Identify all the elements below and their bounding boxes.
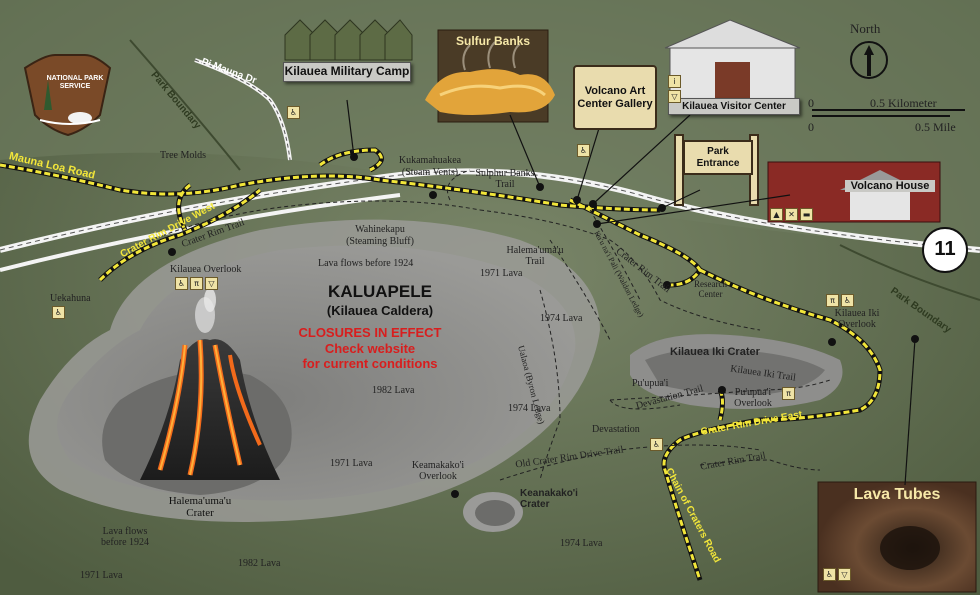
food-icon: ✕ xyxy=(785,208,798,221)
crater-rim-drive-west-line xyxy=(98,188,261,282)
research-center-label: Research Center xyxy=(694,279,727,299)
scale-km-label: 0.5 Kilometer xyxy=(870,96,937,110)
restroom-icon: ♿ xyxy=(52,306,65,319)
visitor-center-amenities: i▽ xyxy=(668,75,681,103)
park-entrance-sign[interactable]: Park Entrance xyxy=(683,140,753,175)
puupuai-label: Pu'upua'i xyxy=(632,378,669,389)
scale-mile-label: 0.5 Mile xyxy=(915,120,956,134)
uekahuna-label: Uekahuna xyxy=(50,293,91,304)
devastation-amenities: ♿ xyxy=(650,438,663,451)
restroom-icon: ♿ xyxy=(650,438,663,451)
picnic-icon: π xyxy=(826,294,839,307)
wahinekapu-label: Wahinekapu xyxy=(355,224,405,235)
military-camp-loop xyxy=(319,148,383,172)
steaming-bluff-label: (Steaming Bluff) xyxy=(346,236,414,247)
lava-1971-b-label: 1971 Lava xyxy=(330,458,373,469)
sulfur-banks-title[interactable]: Sulfur Banks xyxy=(455,34,530,48)
water-icon: ▽ xyxy=(205,277,218,290)
visitor-center-sign[interactable]: Kilauea Visitor Center xyxy=(668,98,800,115)
keanakakoi-crater-label: Keanakako'i Crater xyxy=(520,488,578,510)
lava-1974-b-label: 1974 Lava xyxy=(508,403,551,414)
leader-lines xyxy=(346,99,916,486)
lava-1974-c-label: 1974 Lava xyxy=(560,538,603,549)
north-arrow xyxy=(850,41,888,79)
sulfur-banks-illustration xyxy=(425,29,555,123)
art-center-sign[interactable]: Volcano Art Center Gallery xyxy=(573,65,657,131)
lava-1982-a-label: 1982 Lava xyxy=(372,385,415,396)
route-number: 11 xyxy=(934,238,956,260)
crater-rim-drive-east-line xyxy=(662,268,882,581)
lava-tubes-amenities: ♿▽ xyxy=(823,568,851,581)
halemaumau-crater-label: Halema'uma'u Crater xyxy=(168,495,232,520)
lava-tubes-title[interactable]: Lava Tubes xyxy=(853,486,941,503)
tree-molds-label: Tree Molds xyxy=(160,150,207,161)
restroom-icon: ♿ xyxy=(823,568,836,581)
volcano-house-title[interactable]: Volcano House xyxy=(845,180,935,193)
military-camp-amenities: ♿ xyxy=(287,106,300,119)
water-icon: ▽ xyxy=(838,568,851,581)
north-label: North xyxy=(850,21,881,36)
caldera-subtitle: (Kilauea Caldera) xyxy=(326,303,434,318)
scale-bar xyxy=(812,109,965,117)
restroom-icon: ♿ xyxy=(841,294,854,307)
kukamahuakea-label: Kukamahuakea xyxy=(398,155,462,166)
kilauea-iki-crater-label: Kilauea Iki Crater xyxy=(670,346,760,358)
closure-notice: CLOSURES IN EFFECT Check website for cur… xyxy=(270,325,470,372)
visitor-center-illustration xyxy=(664,19,801,101)
park-boundary-line xyxy=(129,39,241,171)
volcano-house-amenities: ▲✕▬ xyxy=(770,208,813,221)
scale-zero-mi: 0 xyxy=(808,120,814,134)
info-icon: i xyxy=(668,75,681,88)
bed-icon: ▬ xyxy=(800,208,813,221)
art-center-amenities: ♿ xyxy=(577,144,590,157)
lava-1971-a-label: 1971 Lava xyxy=(480,268,523,279)
lava-flows-1924-b-label: Lava flows before 1924 xyxy=(100,526,150,548)
military-camp-sign[interactable]: Kilauea Military Camp xyxy=(283,62,411,82)
trail-sulphur-banks-label: Sulphur Banks Trail xyxy=(475,168,535,190)
puupuai-amenities: π xyxy=(782,387,795,400)
park-logo-text: NATIONAL PARK SERVICE xyxy=(46,75,104,90)
devastation-label: Devastation xyxy=(592,424,640,435)
restroom-icon: ♿ xyxy=(175,277,188,290)
lava-1971-c-label: 1971 Lava xyxy=(80,570,123,581)
route-11-shield xyxy=(922,227,968,273)
nps-arrowhead-logo xyxy=(23,54,112,137)
restroom-icon: ♿ xyxy=(287,106,300,119)
caldera-name: KALUAPELE xyxy=(328,282,432,301)
picnic-icon: π xyxy=(782,387,795,400)
closure-line-1: CLOSURES IN EFFECT xyxy=(298,325,442,340)
lava-flows-1924-label: Lava flows before 1924 xyxy=(318,258,414,269)
mauna-loa-road-line xyxy=(0,163,661,212)
kilauea-overlook-label: Kilauea Overlook xyxy=(170,264,242,275)
steam-vents-label: (Steam Vents) xyxy=(401,167,459,178)
location-dots xyxy=(168,153,919,498)
puupuai-overlook-label: Pu'upua'i Overlook xyxy=(734,387,772,409)
restroom-icon: ♿ xyxy=(577,144,590,157)
picnic-icon: π xyxy=(190,277,203,290)
water-icon: ▽ xyxy=(668,90,681,103)
closure-line-3: for current conditions xyxy=(302,356,438,372)
kilauea-iki-overlook-label: Kilauea Iki Overlook xyxy=(834,308,880,330)
lodging-icon: ▲ xyxy=(770,208,783,221)
lava-1974-a-label: 1974 Lava xyxy=(540,313,583,324)
scale-zero-km: 0 xyxy=(808,96,814,110)
military-camp-illustration xyxy=(284,19,413,61)
lava-1982-b-label: 1982 Lava xyxy=(238,558,281,569)
trail-halemaumau-label: Halema'uma'u Trail xyxy=(506,245,564,267)
kilauea-overlook-amenities: ♿π▽ xyxy=(175,277,218,290)
trail-crater-rim-west xyxy=(129,200,481,251)
uekahuna-amenities: ♿ xyxy=(52,306,65,319)
keamakakoi-overlook-label: Keamakako'i Overlook xyxy=(411,460,465,482)
halemaumau-volcano-illustration xyxy=(140,288,280,480)
closure-line-2: Check website xyxy=(324,340,416,356)
kilauea-iki-amenities: π♿ xyxy=(826,294,854,307)
